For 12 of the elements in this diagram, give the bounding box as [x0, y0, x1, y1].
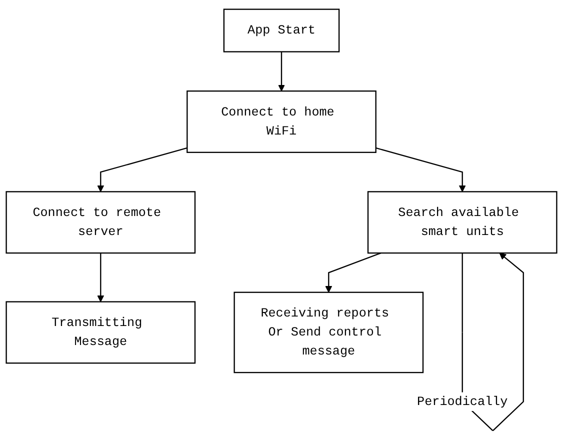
node-box: Connect to remote server	[6, 192, 196, 254]
arrow	[278, 52, 285, 92]
arrow	[325, 252, 382, 294]
node-box: Search available smart units	[367, 192, 558, 254]
arrow	[97, 148, 188, 192]
node-box: Receiving reports Or Send control message	[234, 292, 424, 374]
node-box: Transmitting Message	[6, 302, 196, 364]
node-box: Connect to home WiFi	[186, 90, 376, 154]
arrow	[97, 253, 104, 303]
arrow	[376, 148, 466, 192]
node-box: App Start	[223, 9, 340, 53]
edge-label: Periodically	[417, 394, 508, 410]
